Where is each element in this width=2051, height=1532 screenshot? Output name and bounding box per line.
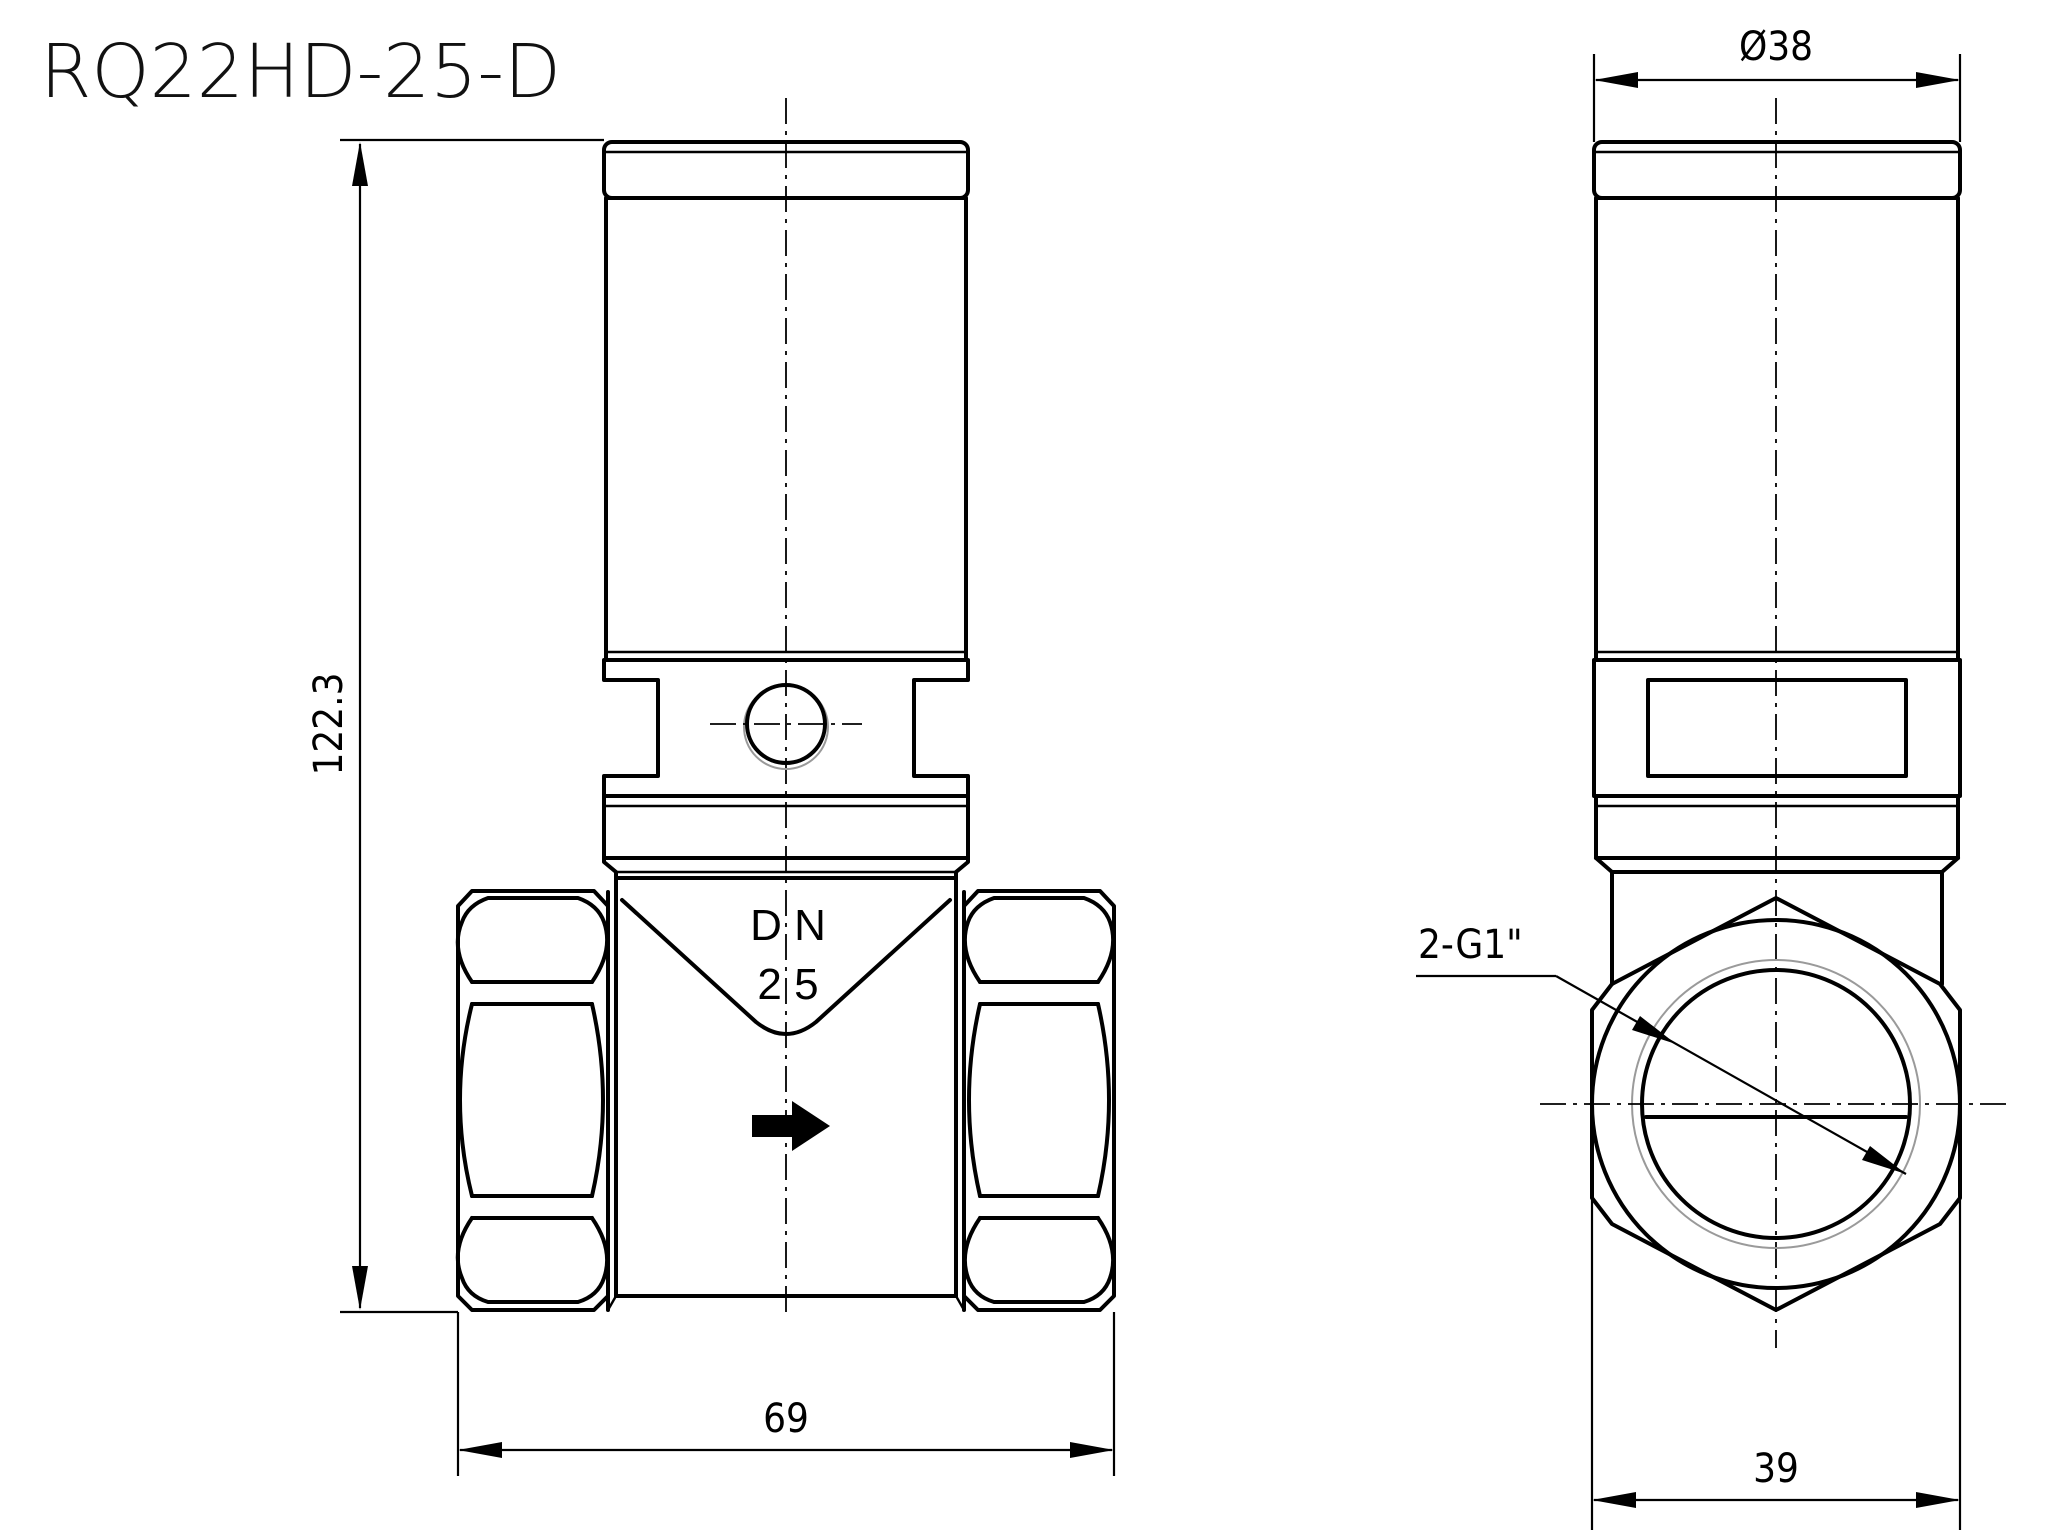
side-actuator-body [1594, 196, 1960, 662]
side-width-dimension-label: 39 [1753, 1446, 1799, 1492]
diameter-dimension: Ø38 [1592, 24, 1962, 142]
width-dimension-label: 69 [763, 1396, 809, 1442]
thread-callout-label: 2-G1" [1418, 922, 1523, 968]
flow-arrow-icon [752, 1101, 830, 1151]
left-hex-nut [455, 889, 610, 1312]
body-marking-size: 2 5 [757, 960, 818, 1009]
height-dimension: 122.3 [306, 138, 604, 1314]
side-bonnet-collar [1594, 794, 1960, 986]
front-view: D N 2 5 [306, 98, 1116, 1476]
width-dimension: 69 [456, 1312, 1116, 1476]
side-view: Ø38 [1416, 24, 2012, 1530]
diameter-dimension-label: Ø38 [1739, 24, 1813, 70]
drawing-title: RQ22HD-25-D [40, 29, 561, 115]
manual-knob [710, 683, 862, 770]
bonnet-collar [602, 794, 970, 880]
side-yoke-window [1646, 678, 1908, 778]
side-actuator-cap [1592, 140, 1962, 200]
body-v-plate [620, 898, 952, 1036]
side-yoke [1592, 658, 1962, 798]
body-marking-dn: D N [750, 901, 826, 950]
side-width-dimension: 39 [1590, 1198, 1962, 1530]
thread-callout: 2-G1" [1416, 922, 1907, 1175]
right-hex-nut [962, 889, 1116, 1312]
height-dimension-label: 122.3 [306, 673, 352, 776]
